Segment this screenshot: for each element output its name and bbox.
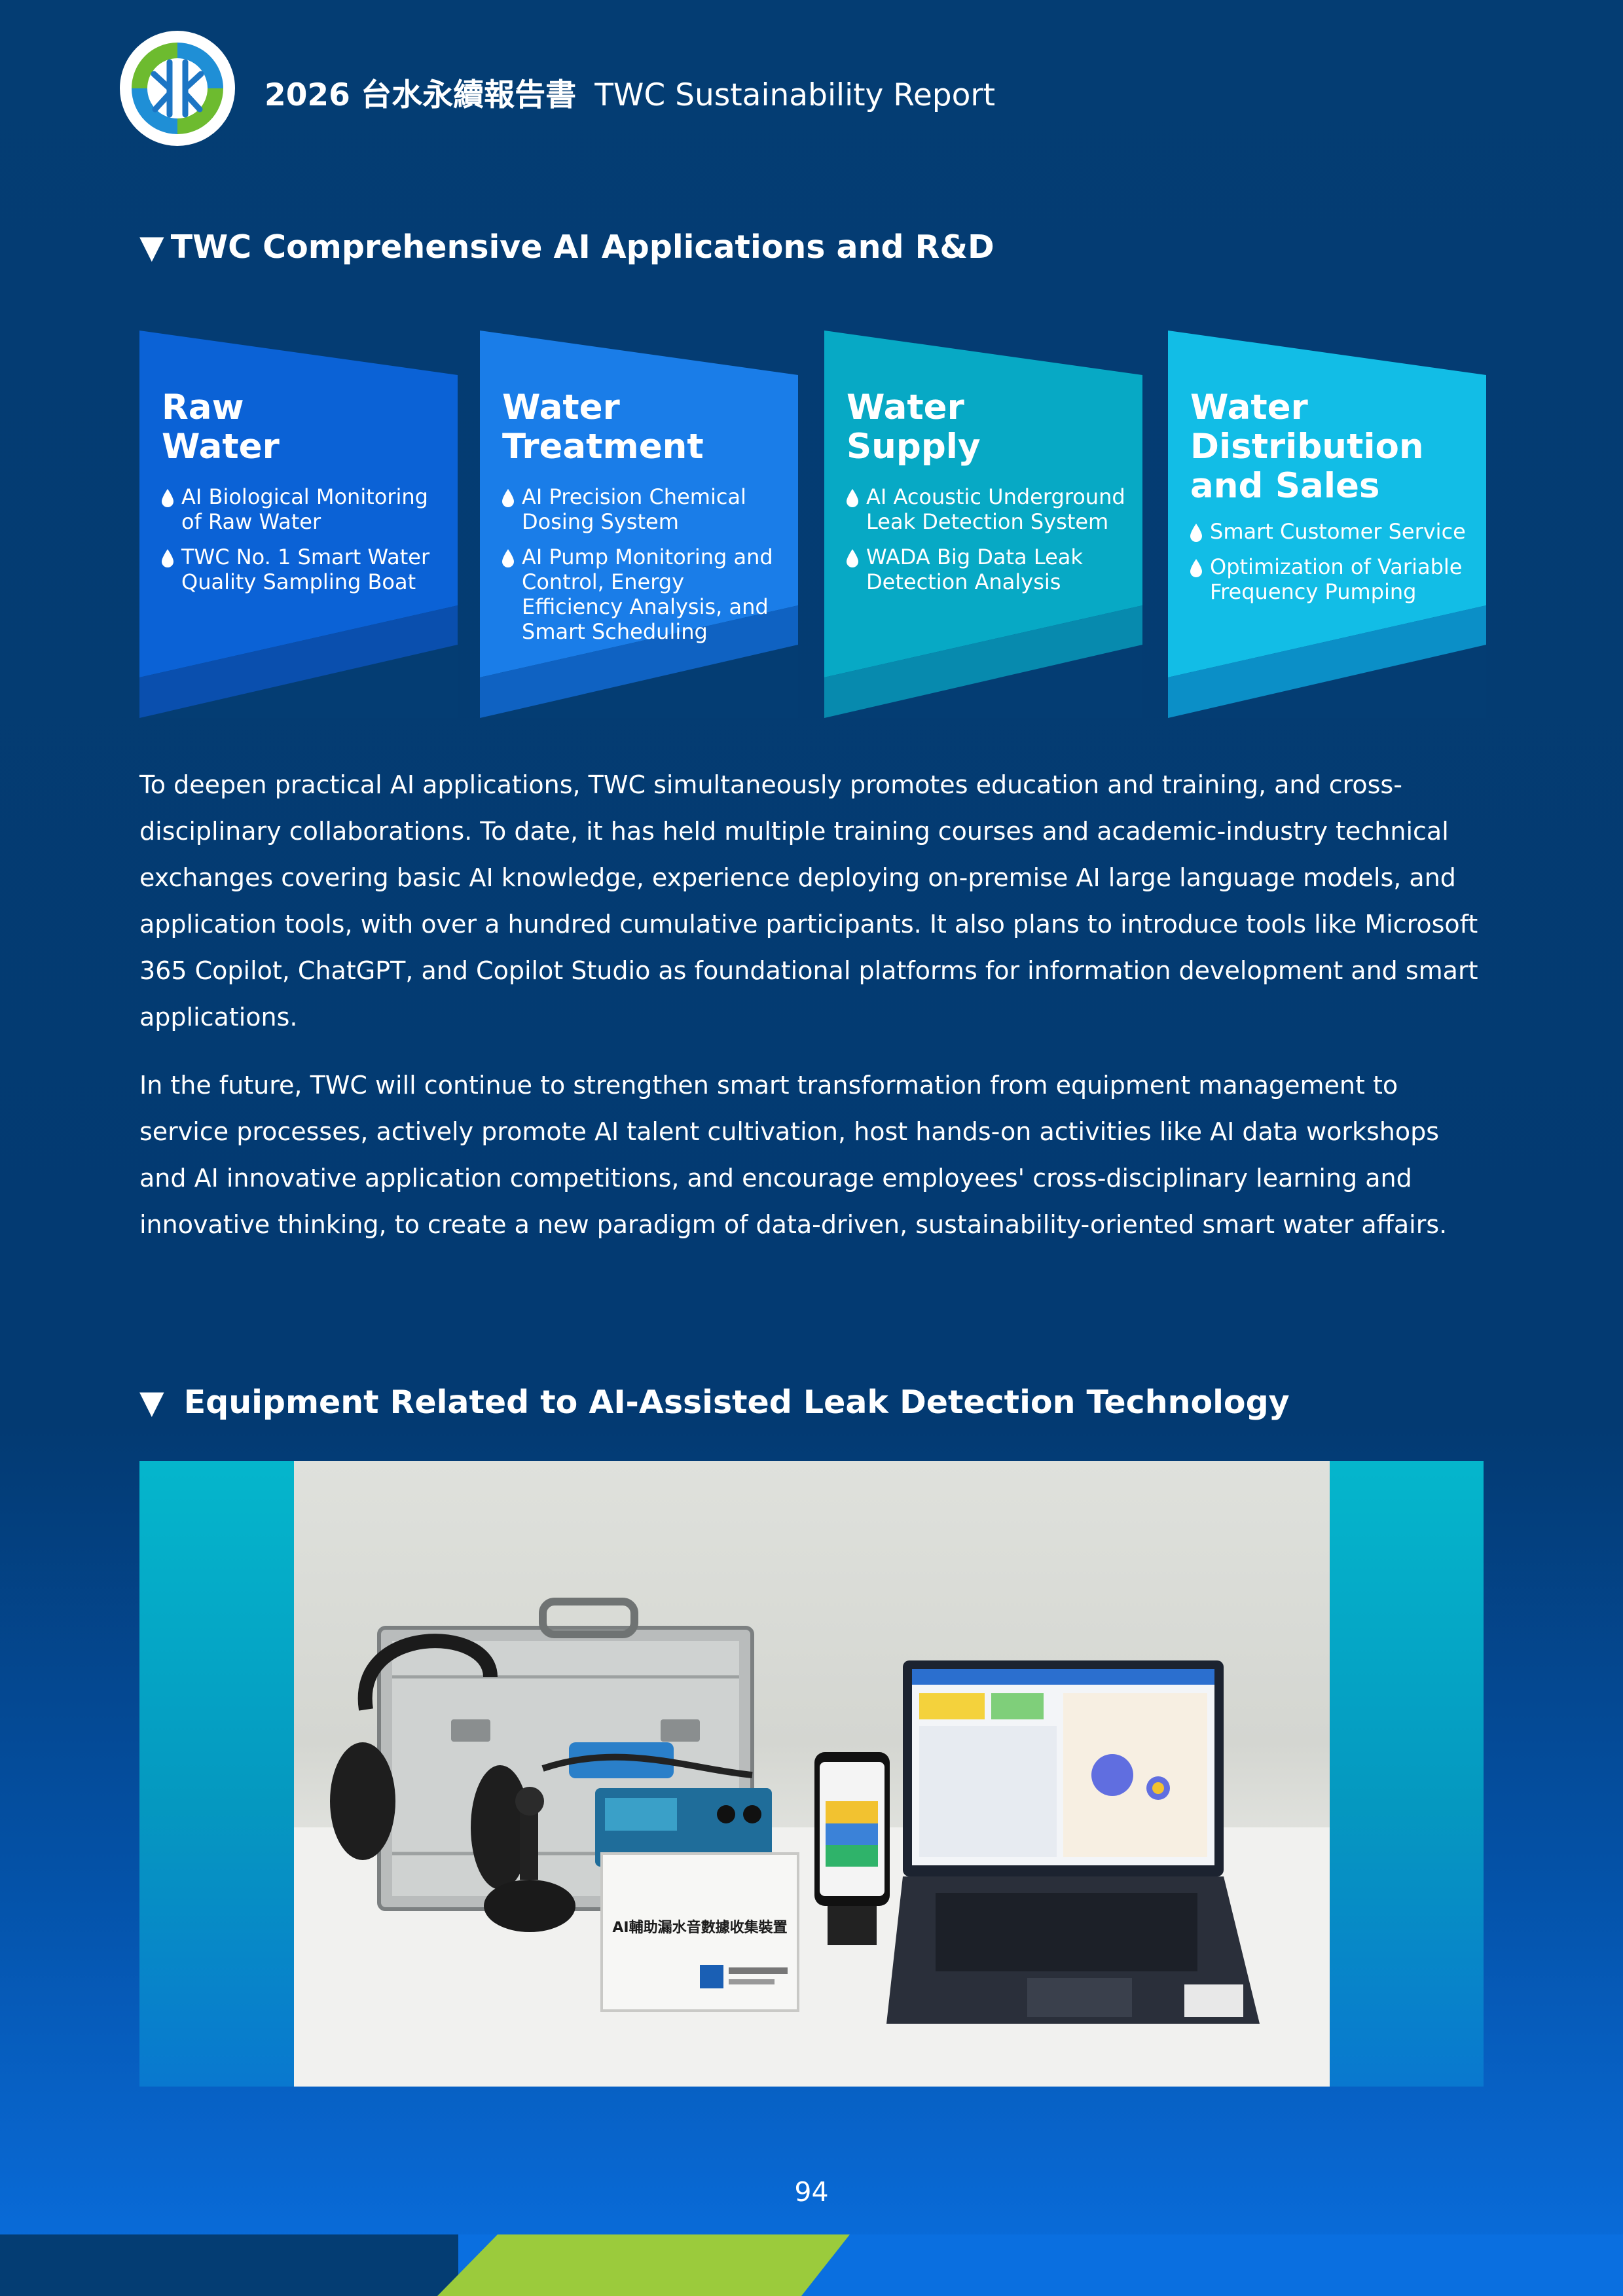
panel-background xyxy=(139,331,458,718)
green-accent-bar xyxy=(437,2234,850,2296)
section-heading-leak-detection: ▼ Equipment Related to AI-Assisted Leak D… xyxy=(139,1384,1290,1421)
list-item: TWC No. 1 Smart Water Quality Sampling B… xyxy=(159,545,447,594)
acoustic-sensor xyxy=(484,1787,575,1932)
ai-data-collection-device: AI輔助漏水音數據收集裝置 xyxy=(600,1852,799,2012)
list-item: AI Biological Monitoring of Raw Water xyxy=(159,484,447,534)
photo-frame: AI輔助漏水音數據收集裝置 xyxy=(139,1461,1484,2087)
list-item: WADA Big Data Leak Detection Analysis xyxy=(844,545,1132,594)
water-drop-icon xyxy=(160,488,175,508)
panel-list: Smart Customer Service Optimization of V… xyxy=(1188,519,1476,615)
leak-detection-equipment-photo: AI輔助漏水音數據收集裝置 xyxy=(294,1461,1330,2087)
laptop xyxy=(886,1660,1260,2024)
footer-band xyxy=(0,2234,1623,2296)
smartphone xyxy=(814,1752,890,1945)
list-item: Smart Customer Service xyxy=(1188,519,1476,544)
triangle-down-icon: ▼ xyxy=(139,1384,164,1421)
report-title-chinese: 2026 台水永續報告書 xyxy=(264,77,577,113)
report-title: 2026 台水永續報告書 TWC Sustainability Report xyxy=(264,69,995,115)
panel-list: AI Acoustic Underground Leak Detection S… xyxy=(844,484,1132,605)
list-item: AI Precision Chemical Dosing System xyxy=(500,484,788,534)
list-item: Optimization of Variable Frequency Pumpi… xyxy=(1188,554,1476,604)
water-drop-icon xyxy=(1189,523,1203,543)
paragraph-training: To deepen practical AI applications, TWC… xyxy=(139,770,1478,1031)
panel-background xyxy=(1168,331,1486,718)
section-heading-text: TWC Comprehensive AI Applications and R&… xyxy=(170,228,994,266)
panel-list: AI Precision Chemical Dosing System AI P… xyxy=(500,484,788,655)
section-heading-text: Equipment Related to AI-Assisted Leak De… xyxy=(183,1384,1290,1421)
section-heading-ai-applications: ▼TWC Comprehensive AI Applications and R… xyxy=(139,228,994,266)
list-item: AI Acoustic Underground Leak Detection S… xyxy=(844,484,1132,534)
water-drop-icon xyxy=(845,548,860,568)
paragraph-future: In the future, TWC will continue to stre… xyxy=(139,1071,1448,1239)
panel-background xyxy=(480,331,798,718)
water-drop-icon xyxy=(501,488,515,508)
data-logger xyxy=(595,1788,772,1867)
water-drop-icon xyxy=(501,548,515,568)
panel-list: AI Biological Monitoring of Raw Water TW… xyxy=(159,484,447,605)
twc-water-logo-icon xyxy=(125,36,230,141)
report-title-english: TWC Sustainability Report xyxy=(594,77,996,113)
water-drop-icon xyxy=(160,548,175,568)
water-drop-icon xyxy=(845,488,860,508)
water-drop-icon xyxy=(1189,558,1203,578)
list-item: AI Pump Monitoring and Control, Energy E… xyxy=(500,545,788,644)
twc-logo xyxy=(120,31,235,146)
page-number: 94 xyxy=(794,2176,829,2208)
device-label: AI輔助漏水音數據收集裝置 xyxy=(612,1919,787,1936)
panel-background xyxy=(824,331,1142,718)
triangle-down-icon: ▼ xyxy=(139,228,164,266)
headphones xyxy=(330,1634,530,1890)
